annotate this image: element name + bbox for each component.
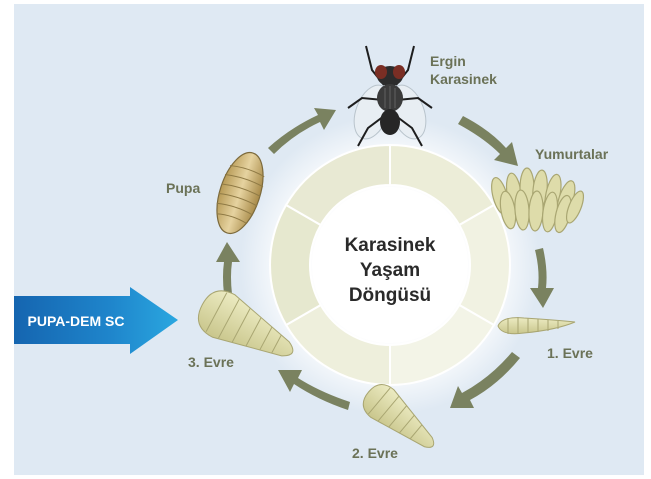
- label-instar3: 3. Evre: [188, 353, 234, 371]
- title-line-2: Yaşam: [310, 258, 470, 283]
- title-line-1: Karasinek: [310, 233, 470, 258]
- label-adult-line-1: Ergin: [430, 52, 497, 70]
- instar1-larva-illustration: [498, 317, 575, 334]
- label-pupa: Pupa: [166, 179, 200, 197]
- adult-fly-illustration: [347, 46, 432, 146]
- product-label: PUPA-DEM SC: [20, 312, 132, 330]
- arrow-instar3-to-pupa: [216, 242, 240, 294]
- label-instar1: 1. Evre: [547, 344, 593, 362]
- label-eggs: Yumurtalar: [535, 145, 608, 163]
- label-adult: Ergin Karasinek: [430, 52, 497, 88]
- label-instar2: 2. Evre: [352, 444, 398, 462]
- title-line-3: Döngüsü: [310, 283, 470, 308]
- diagram-title: Karasinek Yaşam Döngüsü: [310, 233, 470, 308]
- label-adult-line-2: Karasinek: [430, 70, 497, 88]
